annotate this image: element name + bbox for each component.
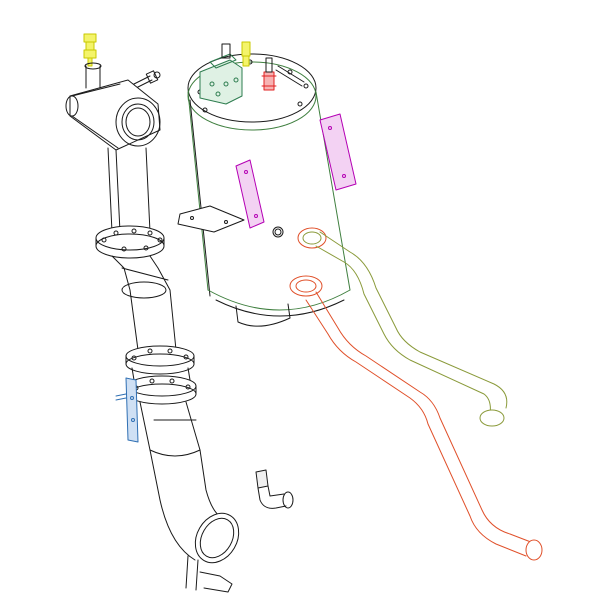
middle-section	[111, 255, 177, 351]
inlet-pipe	[289, 275, 543, 561]
lower-flange-bottom	[127, 375, 197, 405]
vertical-stub	[85, 65, 101, 89]
upper-flange	[95, 225, 165, 259]
mounting-bracket	[235, 113, 357, 229]
storage-tank	[187, 41, 351, 327]
elbow-fitting	[255, 469, 294, 509]
tank-top-fittings	[221, 41, 305, 91]
side-valve	[129, 70, 161, 91]
side-port	[272, 226, 284, 238]
cone-transition	[139, 401, 201, 457]
header-cylinder	[65, 79, 161, 151]
lower-flange-top	[125, 345, 195, 375]
vertical-exhaust-assembly	[65, 33, 240, 593]
blue-bracket	[115, 377, 139, 443]
lower-elbow	[149, 449, 240, 564]
plate-bracket	[177, 205, 245, 233]
stub-ring	[84, 62, 102, 70]
bottom-tail	[185, 555, 233, 593]
outlet-pipe	[297, 227, 508, 427]
top-yellow-fitting	[83, 33, 97, 67]
upper-riser	[107, 147, 151, 233]
tank-head	[199, 53, 243, 105]
